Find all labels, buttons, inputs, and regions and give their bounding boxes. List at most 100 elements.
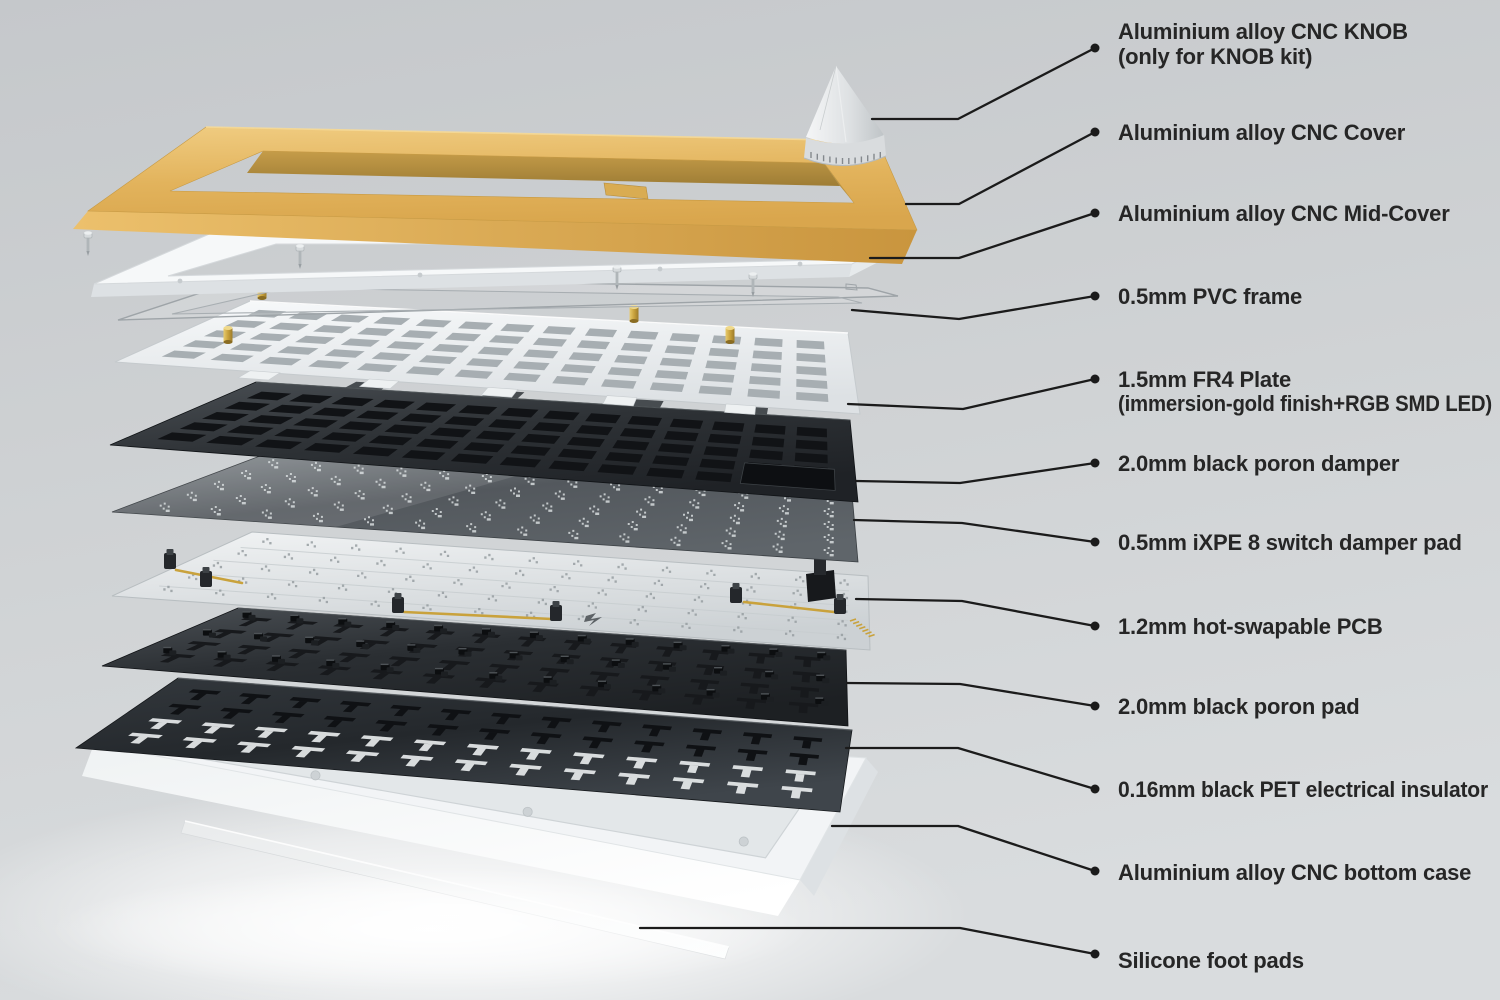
screw-stem — [751, 279, 755, 292]
fr4-back-edge-highlight — [249, 300, 849, 334]
socket-body — [260, 636, 268, 642]
leader-line — [845, 681, 1097, 708]
screw-tip — [751, 292, 755, 297]
label-mid-cover: Aluminium alloy CNC Mid-Cover — [1118, 201, 1450, 226]
socket-body — [208, 632, 216, 638]
stabilizer-housing — [200, 571, 212, 587]
leader-dot — [1090, 621, 1100, 631]
fr4-tab — [724, 403, 757, 415]
socket-highlight — [290, 614, 299, 617]
leader-dot — [1090, 43, 1100, 53]
case-front-wall — [82, 744, 800, 916]
fr4-tab — [602, 395, 638, 407]
knob-part — [803, 65, 887, 167]
label-knob-line2: (only for KNOB kit) — [1118, 44, 1312, 69]
socket-body — [679, 645, 687, 651]
leader-line — [850, 294, 1097, 321]
callout-bottom-case: Aluminium alloy CNC bottom case — [830, 824, 1471, 885]
pcb-board — [111, 531, 871, 651]
socket-highlight — [815, 697, 824, 699]
pvc-frame-inner-outline — [171, 287, 863, 315]
socket-highlight — [765, 670, 774, 673]
label-fr4-line2: (immersion-gold finish+RGB SMD LED) — [1118, 391, 1492, 416]
socket-body — [248, 614, 256, 620]
pcb-logo — [584, 613, 602, 626]
socket-body — [515, 655, 523, 661]
cover-inner-tab — [603, 182, 649, 200]
leader-dot — [1090, 374, 1100, 384]
leader-line — [904, 130, 1097, 206]
socket-highlight — [305, 636, 314, 639]
rotary-encoder-base — [806, 570, 836, 602]
socket-body — [169, 650, 177, 656]
ixpe-switch-holes — [159, 459, 834, 557]
socket-highlight — [509, 651, 518, 654]
socket-body — [727, 648, 735, 654]
socket-body — [766, 696, 774, 702]
socket-body — [344, 621, 352, 627]
socket-highlight — [386, 621, 395, 623]
leader-line — [870, 46, 1097, 121]
socket-body — [658, 688, 666, 694]
socket-highlight — [816, 674, 825, 676]
socket-highlight — [338, 617, 347, 620]
socket-body — [362, 644, 370, 650]
socket-body — [583, 638, 591, 644]
leader-dot — [1090, 208, 1100, 218]
socket-highlight — [202, 629, 211, 631]
socket-highlight — [543, 676, 552, 678]
socket-highlight — [434, 667, 443, 670]
cover-inner-back-wall — [247, 151, 840, 186]
socket-highlight — [407, 644, 416, 646]
socket-highlight — [577, 634, 586, 637]
leader-dot — [1090, 127, 1100, 137]
leader-dot — [1090, 291, 1100, 301]
stabilizer-housing — [392, 597, 404, 613]
screw-tip — [615, 285, 619, 290]
socket-highlight — [769, 648, 778, 650]
socket-body — [775, 651, 783, 657]
socket-highlight — [560, 655, 569, 658]
label-knob-line1: Aluminium alloy CNC KNOB — [1118, 19, 1408, 44]
stabilizer-housing-top — [166, 549, 174, 555]
callout-cover: Aluminium alloy CNC Cover — [904, 120, 1406, 206]
label-cover: Aluminium alloy CNC Cover — [1118, 120, 1406, 145]
brass-standoff-bottom — [725, 340, 735, 344]
label-bottom-case: Aluminium alloy CNC bottom case — [1118, 860, 1471, 885]
fr4-switch-cutouts — [161, 309, 829, 402]
pad-back-edge-sheen — [237, 607, 847, 651]
leader-dot — [1090, 701, 1100, 711]
socket-highlight — [458, 648, 467, 650]
brass-standoff-top — [223, 326, 233, 330]
stabilizer-gold-wire — [402, 610, 554, 621]
socket-body — [720, 670, 728, 676]
brass-standoff-body — [725, 328, 735, 342]
socket-body — [311, 640, 319, 646]
leader-line — [854, 597, 1097, 628]
stabilizer-housing — [550, 605, 562, 621]
socket-highlight — [163, 646, 172, 649]
cover-back-edge-highlight — [205, 126, 879, 142]
leader-line — [852, 518, 1097, 544]
screw-head-top — [84, 231, 92, 235]
socket-body — [821, 701, 829, 707]
mid-cover-front-face — [91, 264, 852, 297]
screw-stem — [86, 238, 90, 251]
socket-highlight — [254, 632, 263, 635]
socket-body — [223, 654, 231, 660]
knob-cone — [806, 66, 884, 144]
pvc-frame-notch — [845, 283, 858, 291]
socket-body — [668, 666, 676, 672]
leader-dot — [1090, 537, 1100, 547]
pvc-frame-layer — [117, 277, 899, 321]
pvc-frame-fill — [118, 278, 898, 320]
socket-body — [332, 663, 340, 669]
ixpe-sheen — [112, 456, 527, 527]
leader-line — [854, 461, 1097, 485]
socket-body — [440, 671, 448, 677]
knob-cone-facet — [835, 65, 847, 143]
socket-highlight — [817, 651, 826, 654]
poron-pad-layer — [101, 607, 849, 727]
socket-highlight — [706, 688, 715, 691]
socket-highlight — [721, 645, 730, 647]
